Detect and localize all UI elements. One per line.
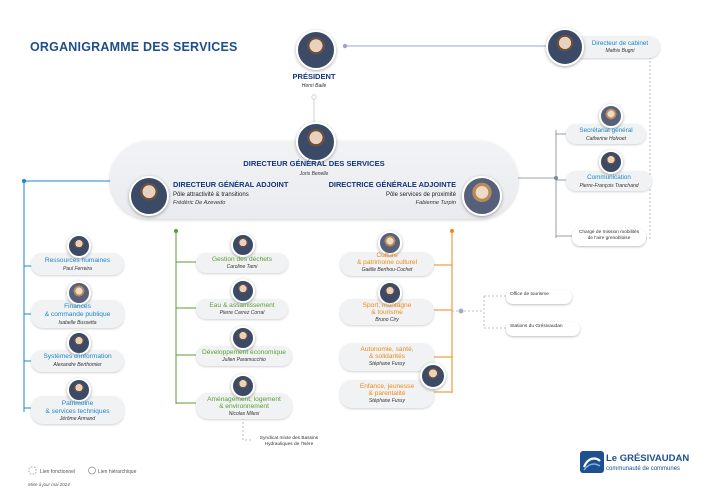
dgs-photo [296, 122, 336, 162]
service-head: Stéphane Fussy [368, 398, 406, 404]
service-label: Sport, montagne [362, 302, 412, 309]
service-autonomie [340, 343, 434, 371]
service-photo [231, 326, 255, 350]
logo-mark-icon [580, 451, 604, 473]
service-head: Alexandre Berthomier [53, 362, 102, 368]
mission-line-1: Chargé de mission mobilités [578, 230, 640, 235]
secretariat-role: Secrétariat général [579, 127, 633, 134]
syndicat-line-2: Hydrauliques de l'Isère [264, 441, 314, 447]
cabinet-name: Mathis Bugni [605, 48, 635, 54]
service-photo [231, 279, 255, 303]
service-head: Gaëlle Berthou-Cochet [361, 267, 413, 273]
service-developpement [196, 346, 292, 366]
office-box: Office de tourisme [506, 290, 572, 304]
service-head: Bruno Ciry [375, 317, 399, 323]
service-photo [67, 331, 91, 355]
service-label: Autonomie, santé, [360, 346, 414, 353]
service-label: Culture [376, 252, 398, 259]
service-gestion-dechets [196, 253, 288, 273]
communication-role: Communication [587, 174, 631, 181]
dot-staff [554, 176, 558, 180]
service-label: Enfance, jeunesse [359, 383, 415, 390]
service-photo [420, 363, 446, 389]
dgs-name: Joris Benelle [299, 171, 329, 177]
service-head: Isabelle Bussetta [58, 320, 97, 326]
mission-box: Chargé de mission mobilités de l'aire gr… [572, 228, 646, 246]
president-photo [296, 30, 336, 70]
syndicat-box: Syndicat mixte des Bassins Hydrauliques … [252, 434, 326, 452]
president-role: PRÉSIDENT [292, 72, 336, 81]
legend-symbols [28, 466, 96, 475]
service-head: Stéphane Fussy [368, 361, 406, 367]
service-label: Aménagement, logement [207, 396, 281, 403]
service-head: Paul Ferreira [63, 266, 92, 272]
dga2-name: Fabienne Turpin [415, 200, 456, 206]
dga1-photo [129, 176, 169, 216]
dga2-role: DIRECTRICE GÉNÉRALE ADJOINTE [328, 180, 456, 189]
secretariat-box [566, 124, 646, 144]
service-label-2: & environnement [219, 403, 269, 410]
dga2-pole: Pôle services de proximité [385, 192, 456, 198]
dga2-photo [462, 176, 502, 216]
logo-name: Le GRÉSIVAUDAN [606, 453, 690, 464]
service-photo [67, 378, 91, 402]
service-head: Julien Paramucchio [222, 357, 266, 363]
service-label-2: & commande publique [44, 311, 111, 318]
president-name: Henri Baile [301, 83, 327, 89]
mission-line-2: de l'aire grenobloise [587, 235, 631, 241]
cabinet-box [558, 36, 660, 58]
service-ressources-humaines [31, 253, 124, 275]
service-label: Gestion des déchets [211, 256, 273, 263]
legend-hierarchical: Lien hiérarchique [98, 469, 137, 475]
service-photo [231, 233, 255, 257]
service-head: Caroline Tami [226, 264, 258, 270]
dga1-role: DIRECTEUR GÉNÉRAL ADJOINT [173, 180, 289, 189]
service-label-2: & patrimoine culturel [356, 259, 418, 266]
dgs-role: DIRECTEUR GÉNÉRAL DES SERVICES [243, 159, 385, 168]
secretariat-name: Catherine Holvoet [585, 136, 627, 142]
service-head: Nicolas Milesi [228, 411, 260, 417]
communication-name: Pierre-François Tranchand [579, 183, 639, 189]
service-label: Finances [64, 303, 91, 310]
service-photo [231, 374, 255, 398]
service-label: Eau & assainissement [209, 302, 275, 309]
service-enfance [340, 380, 434, 408]
dot-president-dgs [311, 94, 317, 100]
syndicat-line-1: Syndicat mixte des Bassins [259, 436, 319, 441]
cabinet-role: Directeur de cabinet [591, 40, 649, 47]
service-photo [67, 234, 91, 258]
logo-tagline: communauté de communes [606, 466, 681, 472]
communication-photo [599, 150, 623, 174]
service-eau [196, 299, 288, 319]
service-label: Systèmes d'information [43, 353, 112, 360]
service-systemes-information [31, 350, 124, 372]
cabinet-photo [546, 28, 584, 66]
service-photo [378, 281, 402, 305]
service-head: Jérôme Armand [59, 416, 96, 422]
secretariat-photo [599, 104, 623, 128]
service-photo [67, 281, 91, 305]
dga1-name: Frédéric De Azevedo [173, 200, 226, 206]
update-date: Mise à jour mai 2024 [28, 482, 70, 487]
service-label-2: & parentalité [368, 390, 406, 397]
page-title: ORGANIGRAMME DES SERVICES [30, 40, 238, 54]
service-head: Pierre Carrez Corral [219, 310, 265, 316]
dga1-pole: Pôle attractivité & transitions [173, 192, 249, 198]
service-label: Développement économique [202, 349, 286, 356]
communication-box [566, 171, 652, 191]
service-culture [340, 252, 434, 276]
dot-president [342, 43, 348, 49]
stations-box: Stations du Grésivaudan [506, 322, 580, 336]
service-label-2: & services techniques [45, 408, 110, 415]
legend-functional: Lien fonctionnel [40, 469, 76, 475]
service-label: Ressources humaines [44, 257, 111, 264]
service-photo [378, 231, 402, 255]
service-label-2: & tourisme [371, 309, 403, 316]
service-label: Patrimoine [61, 400, 94, 407]
service-label-2: & solidarités [369, 353, 405, 360]
